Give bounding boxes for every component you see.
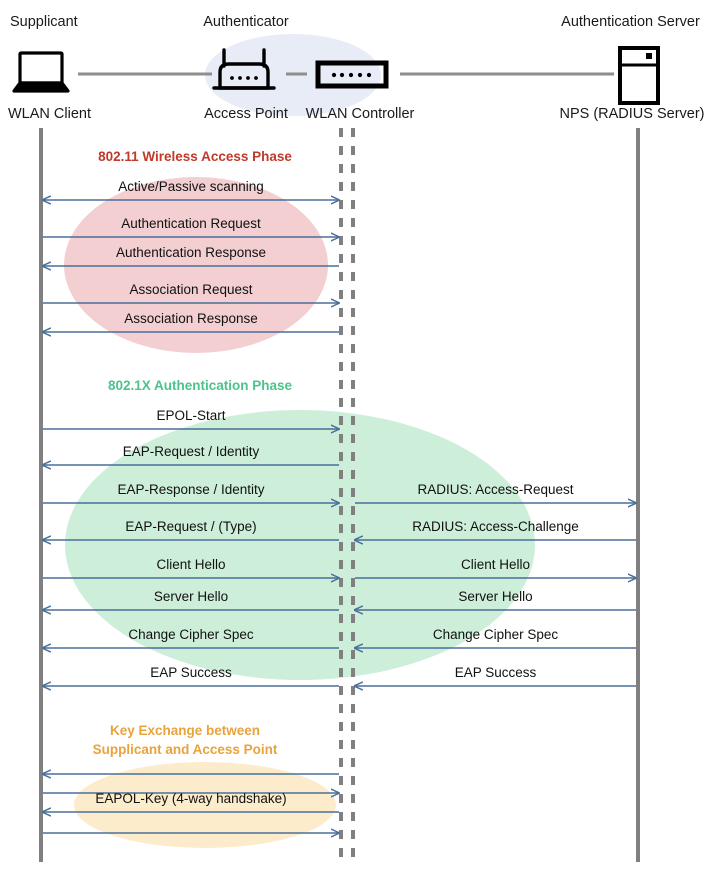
message-label-m5: Association Response	[124, 311, 258, 326]
message-label-m13: EAP Success	[150, 665, 232, 680]
phase-label-80211: 802.11 Wireless Access Phase	[98, 149, 292, 164]
phase-ellipse-8021x	[65, 410, 535, 680]
left-message-arrows	[43, 200, 339, 833]
access-point-icon	[212, 48, 276, 90]
message-label-m4: Association Request	[129, 282, 253, 297]
message-label-r4: Server Hello	[458, 589, 533, 604]
message-label-m9: EAP-Request / (Type)	[125, 519, 257, 534]
actor-name-wlan-client: WLAN Client	[8, 106, 91, 122]
actor-role-authenticator: Authenticator	[203, 14, 289, 30]
phase-label-8021x: 802.1X Authentication Phase	[107, 378, 293, 393]
message-label-r1: RADIUS: Access-Request	[417, 482, 574, 497]
server-icon	[618, 46, 660, 105]
message-label-m11: Server Hello	[153, 589, 229, 604]
phase-label-key-exchange-line2: Supplicant and Access Point	[92, 742, 278, 757]
actor-role-supplicant: Supplicant	[10, 14, 78, 30]
message-label-m16: EAPOL-Key (4-way handshake)	[95, 791, 287, 806]
actor-name-access-point: Access Point	[204, 106, 288, 122]
phase-label-key-exchange: Key Exchange between Supplicant and Acce…	[60, 721, 310, 759]
right-message-arrows	[355, 503, 636, 686]
message-label-m10: Client Hello	[156, 557, 226, 572]
message-label-m8: EAP-Response / Identity	[117, 482, 265, 497]
actor-role-authentication-server: Authentication Server	[561, 14, 700, 30]
message-label-r2: RADIUS: Access-Challenge	[412, 519, 579, 534]
message-label-m3: Authentication Response	[115, 245, 267, 260]
message-label-r6: EAP Success	[454, 665, 537, 680]
message-label-r5: Change Cipher Spec	[432, 627, 559, 642]
message-label-m2: Authentication Request	[121, 216, 261, 231]
phase-ellipse-key	[74, 762, 336, 848]
message-label-m7: EAP-Request / Identity	[122, 444, 260, 459]
message-label-r3: Client Hello	[460, 557, 531, 572]
phase-label-key-exchange-line1: Key Exchange between	[109, 723, 261, 738]
message-label-m6: EPOL-Start	[156, 408, 226, 423]
actor-name-wlan-controller: WLAN Controller	[305, 106, 415, 122]
wlan-controller-icon	[315, 60, 389, 89]
message-label-m12: Change Cipher Spec	[128, 627, 254, 642]
phase-ellipse-80211	[64, 177, 328, 353]
laptop-icon	[12, 51, 70, 93]
message-label-m1: Active/Passive scanning	[118, 179, 264, 194]
actor-name-nps-radius-server: NPS (RADIUS Server)	[559, 106, 705, 122]
